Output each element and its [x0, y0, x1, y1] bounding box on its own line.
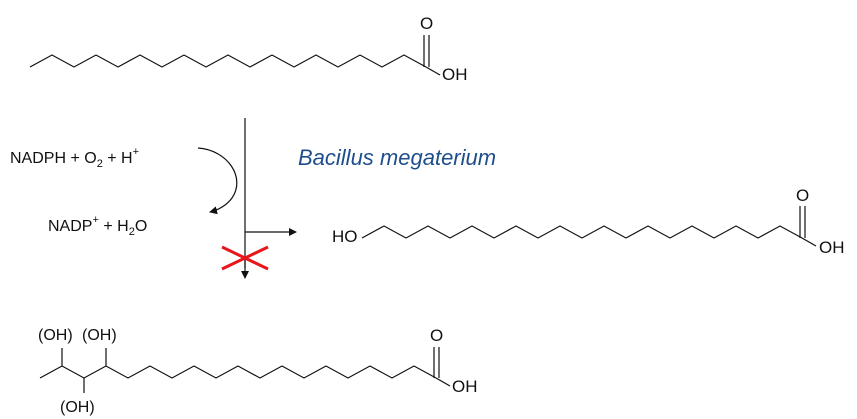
cofactor-input-label: NADPH + O2 + H+ — [10, 146, 139, 170]
subterminal-hydroxyl-bond — [435, 377, 451, 387]
subterminal-product: (OH) (OH) (OH) O OH — [38, 326, 478, 416]
omega-hydroxyl-bond — [801, 237, 817, 247]
subterminal-hydroxyl: OH — [452, 377, 478, 396]
substrate-carbonyl-o: O — [420, 14, 433, 33]
substrate-hydroxyl: OH — [442, 65, 468, 84]
omega-hydroxyl: OH — [819, 238, 845, 257]
subterminal-oh-group-3: (OH) — [60, 399, 95, 416]
subterminal-oh-group-1: (OH) — [38, 327, 73, 344]
subterminal-carbon-chain — [39, 365, 437, 379]
omega-carbonyl-o: O — [796, 186, 809, 205]
cofactor-output-label: NADP+ + H2O — [48, 214, 147, 238]
omega-hydroxy-product: HO O OH — [332, 186, 845, 257]
reaction-arrows — [197, 118, 297, 279]
organism-label: Bacillus megaterium — [298, 145, 496, 170]
subterminal-oh-group-2: (OH) — [82, 327, 117, 344]
block-cross-icon — [221, 245, 269, 271]
substrate-carbon-chain — [29, 54, 427, 68]
omega-hydroxy-ho: HO — [332, 227, 358, 246]
cofactor-curved-arrow — [197, 147, 238, 215]
substrate-hydroxyl-bond — [425, 66, 441, 76]
substrate-molecule: O OH — [29, 14, 468, 84]
subterminal-carbonyl-o: O — [430, 326, 443, 345]
omega-carbon-chain — [361, 225, 803, 239]
